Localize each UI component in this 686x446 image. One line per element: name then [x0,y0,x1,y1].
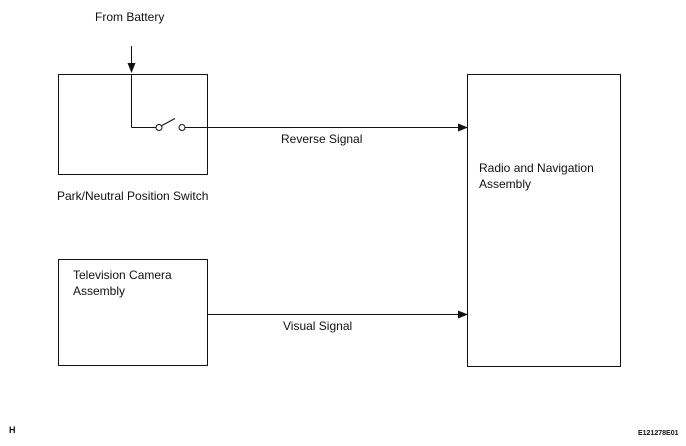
battery-label: From Battery [95,10,165,24]
visual-signal-label: Visual Signal [283,319,353,333]
switch-contact-right [178,124,186,131]
radio-navigation-box [467,74,621,367]
radio-navigation-label-line1: Radio and Navigation [479,161,594,175]
camera-label-line1: Television Camera [73,268,172,282]
switch-contact-left [155,124,163,131]
figure-id: E121278E01 [638,430,679,437]
pnp-switch-box [58,74,208,175]
footer-code: H [9,425,16,435]
reverse-signal-label: Reverse Signal [281,132,363,146]
camera-box [58,259,208,366]
radio-navigation-label-line2: Assembly [479,177,532,191]
pnp-switch-label: Park/Neutral Position Switch [57,189,209,203]
camera-label-line2: Assembly [73,284,126,298]
switch-blade [160,118,176,127]
